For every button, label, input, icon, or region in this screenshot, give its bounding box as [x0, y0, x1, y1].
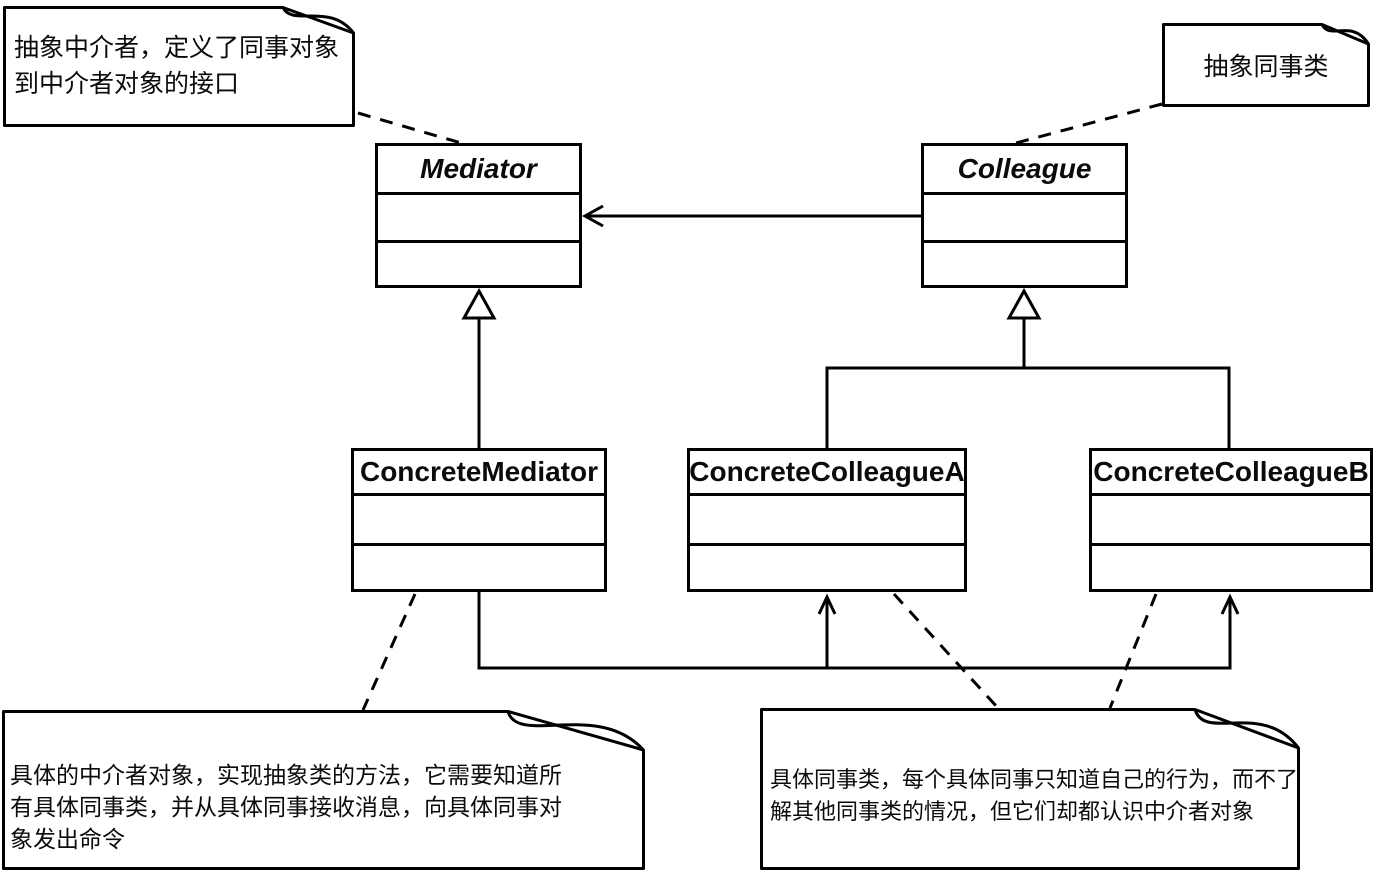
association-arrowhead-colleague-b-icon — [1220, 593, 1240, 615]
class-title-mediator: Mediator — [420, 153, 537, 184]
inheritance-branch-line — [825, 366, 1231, 448]
note-abstract-mediator-text: 抽象中介者，定义了同事对象 到中介者对象的接口 — [14, 34, 340, 98]
concrete-colleague-b-methods-compartment — [1092, 543, 1370, 589]
concrete-mediator-attributes-compartment — [354, 493, 604, 543]
association-concretemediator-line — [477, 592, 1232, 670]
concrete-colleague-b-attributes-compartment — [1092, 493, 1370, 543]
note-abstract-colleague-text: 抽象同事类 — [1203, 53, 1329, 81]
association-arrowhead-colleague-a-icon — [817, 593, 837, 615]
inheritance-triangle-colleague-icon — [1006, 287, 1042, 320]
note-abstract-mediator-shape — [3, 6, 355, 127]
note-concrete-mediator — [2, 710, 645, 870]
note-anchor-concrete-mediator — [361, 593, 417, 711]
concrete-colleague-a-attributes-compartment — [690, 493, 964, 543]
note-anchor-concrete-colleague-a — [892, 592, 1000, 710]
class-box-concrete-colleague-b: ConcreteColleagueB — [1089, 448, 1373, 592]
note-anchor-concrete-colleague-b — [1108, 593, 1158, 709]
mediator-attributes-compartment — [378, 192, 579, 240]
association-arrowhead-icon — [581, 204, 604, 228]
class-title-concrete-mediator: ConcreteMediator — [359, 456, 599, 487]
note-concrete-colleagues-shape — [760, 708, 1300, 870]
note-abstract-colleague — [1162, 23, 1370, 107]
note-anchor-abstract-mediator — [357, 111, 462, 145]
class-box-concrete-mediator: ConcreteMediator — [351, 448, 607, 592]
colleague-attributes-compartment — [924, 192, 1125, 240]
note-abstract-mediator-fold-icon — [281, 6, 355, 34]
class-title-concrete-colleague-a: ConcreteColleagueA — [689, 456, 965, 487]
class-box-concrete-colleague-a: ConcreteColleagueA — [687, 448, 967, 592]
note-concrete-mediator-shape — [2, 710, 645, 870]
concrete-mediator-methods-compartment — [354, 543, 604, 589]
note-concrete-mediator-text: 具体的中介者对象，实现抽象类的方法，它需要知道所 有具体同事类，并从具体同事接收… — [10, 762, 562, 852]
note-abstract-mediator — [3, 6, 355, 127]
class-title-colleague: Colleague — [957, 153, 1092, 184]
note-concrete-colleagues — [760, 708, 1300, 870]
note-abstract-colleague-shape — [1162, 23, 1370, 107]
class-box-mediator: Mediator — [375, 143, 582, 288]
colleague-methods-compartment — [924, 240, 1125, 285]
note-concrete-colleagues-text: 具体同事类，每个具体同事只知道自己的行为，而不了 解其他同事类的情况，但它们却都… — [770, 767, 1299, 824]
class-title-concrete-colleague-b: ConcreteColleagueB — [1093, 456, 1369, 487]
mediator-methods-compartment — [378, 240, 579, 285]
inheritance-triangle-mediator-icon — [461, 287, 497, 320]
concrete-colleague-a-methods-compartment — [690, 543, 964, 589]
note-anchor-abstract-colleague — [1015, 102, 1163, 145]
note-concrete-mediator-fold-icon — [506, 710, 645, 752]
class-box-colleague: Colleague — [921, 143, 1128, 288]
note-concrete-colleagues-fold-icon — [1193, 708, 1300, 749]
note-abstract-colleague-fold-icon — [1320, 23, 1370, 45]
